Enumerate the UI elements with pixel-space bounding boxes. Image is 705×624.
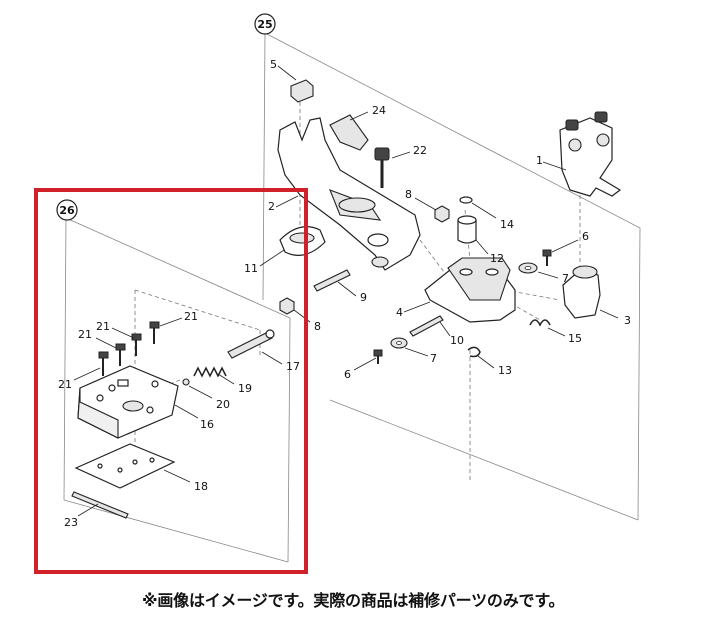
part-2-arm bbox=[275, 117, 421, 271]
label-13: 13 bbox=[498, 364, 512, 377]
part-22-screw bbox=[374, 147, 411, 188]
part-14-pin bbox=[459, 196, 497, 219]
label-2: 2 bbox=[268, 200, 275, 213]
label-9: 9 bbox=[360, 291, 367, 304]
group-26-label: 26 bbox=[59, 204, 75, 217]
label-1: 1 bbox=[536, 154, 543, 167]
highlight-box-26 bbox=[34, 188, 308, 574]
label-21-a: 21 bbox=[184, 310, 198, 323]
group-25-marker: 25 bbox=[254, 13, 276, 35]
label-21-c: 21 bbox=[78, 328, 92, 341]
part-18-sheet bbox=[74, 443, 191, 489]
label-7-upper: 7 bbox=[562, 272, 569, 285]
label-20: 20 bbox=[216, 398, 230, 411]
group-26-marker: 26 bbox=[56, 199, 78, 221]
part-4-base bbox=[403, 257, 516, 323]
assembly-25-frame bbox=[262, 32, 641, 521]
part-23-bit bbox=[71, 491, 129, 519]
part-19-spring bbox=[193, 366, 235, 385]
label-12: 12 bbox=[490, 252, 504, 265]
label-21-b: 21 bbox=[96, 320, 110, 333]
part-1-clamp bbox=[542, 111, 622, 197]
part-7-washer-upper bbox=[518, 262, 559, 279]
assembly-26-frame bbox=[63, 217, 291, 563]
label-11: 11 bbox=[244, 262, 258, 275]
label-10: 10 bbox=[450, 334, 464, 347]
part-3-knob bbox=[562, 265, 619, 319]
part-7-washer-lower bbox=[390, 337, 429, 357]
label-24: 24 bbox=[372, 104, 386, 117]
label-7-lower: 7 bbox=[430, 352, 437, 365]
part-20-ball bbox=[182, 378, 213, 399]
label-6-upper: 6 bbox=[582, 230, 589, 243]
label-8-lower: 8 bbox=[314, 320, 321, 333]
label-22: 22 bbox=[413, 144, 427, 157]
label-19: 19 bbox=[238, 382, 252, 395]
part-10-pin bbox=[409, 315, 451, 337]
part-13-clip bbox=[467, 346, 495, 369]
label-16: 16 bbox=[200, 418, 214, 431]
part-11-pad bbox=[259, 226, 326, 267]
label-14: 14 bbox=[500, 218, 514, 231]
label-5: 5 bbox=[270, 58, 277, 71]
label-6-lower: 6 bbox=[344, 368, 351, 381]
label-4: 4 bbox=[396, 306, 403, 319]
part-8-nut-upper bbox=[414, 197, 450, 223]
part-17-pin bbox=[227, 329, 283, 365]
label-3: 3 bbox=[624, 314, 631, 327]
part-6-screw-upper bbox=[542, 239, 579, 266]
disclaimer-note: ※画像はイメージです。実際の商品は補修パーツのみです。 bbox=[142, 591, 565, 610]
label-8-upper: 8 bbox=[405, 188, 412, 201]
part-6-screw-lower bbox=[353, 349, 383, 371]
label-17: 17 bbox=[286, 360, 300, 373]
label-15: 15 bbox=[568, 332, 582, 345]
label-23: 23 bbox=[64, 516, 78, 529]
part-12-bushing bbox=[457, 215, 489, 255]
part-labels: 5 24 22 1 8 2 14 6 12 11 7 9 4 3 8 15 10… bbox=[58, 58, 631, 529]
label-18: 18 bbox=[194, 480, 208, 493]
part-5-cap bbox=[277, 65, 314, 103]
part-24-pad bbox=[329, 111, 369, 151]
part-21-screws bbox=[73, 317, 183, 381]
part-9-pin bbox=[313, 269, 357, 297]
group-25-label: 25 bbox=[257, 18, 272, 31]
label-21-d: 21 bbox=[58, 378, 72, 391]
part-15-spring bbox=[529, 319, 566, 337]
part-16-plate bbox=[77, 365, 199, 439]
